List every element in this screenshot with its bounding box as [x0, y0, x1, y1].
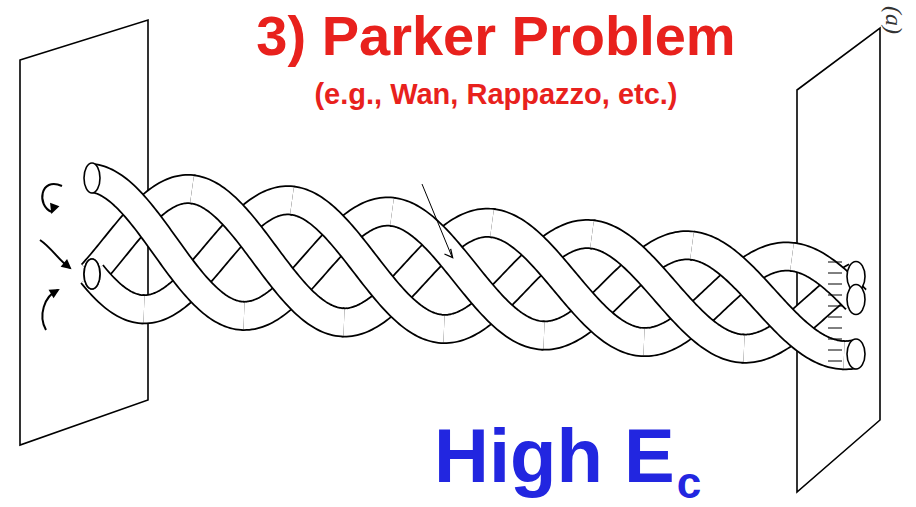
- arrow-head: [49, 285, 63, 299]
- hatch-line: [828, 262, 842, 263]
- flux-tubes: [92, 178, 856, 355]
- arrow-head: [61, 259, 75, 273]
- hatch-line: [828, 273, 842, 274]
- subtitle-text: (e.g., Wan, Rappazzo, etc.): [314, 80, 677, 109]
- tube-body: [492, 223, 644, 342]
- tube-ends: [84, 163, 865, 369]
- hatch-line: [828, 361, 842, 362]
- hatch-marks: [828, 262, 842, 361]
- field-line: [422, 184, 452, 257]
- arrow-head: [47, 203, 60, 216]
- panel-letter: (a): [882, 6, 906, 34]
- tube-end-left: [84, 163, 100, 193]
- hatch-line: [828, 350, 842, 351]
- arrow-head: [444, 249, 455, 260]
- tube-body: [192, 189, 344, 322]
- tube-end-left: [84, 259, 100, 289]
- tube-end-left: [84, 259, 100, 289]
- twist-arrows: [40, 184, 75, 330]
- field-arrows: [422, 184, 456, 260]
- hatch-line: [828, 317, 842, 318]
- result-text: High E: [434, 418, 675, 494]
- hatch-line: [828, 284, 842, 285]
- tube-end-right: [847, 339, 865, 369]
- hatch-line: [828, 306, 842, 307]
- subscript-text: c: [677, 461, 701, 505]
- twist-arrow: [42, 290, 58, 330]
- hatch-line: [828, 328, 842, 329]
- tube-front: [92, 178, 856, 355]
- tube-back: [92, 189, 856, 355]
- title-text: 3) Parker Problem: [256, 8, 735, 64]
- tube-end-right: [847, 284, 865, 314]
- hatch-line: [828, 339, 842, 340]
- hatch-line: [828, 295, 842, 296]
- tube-outline: [192, 189, 344, 322]
- tube-outline: [492, 223, 644, 342]
